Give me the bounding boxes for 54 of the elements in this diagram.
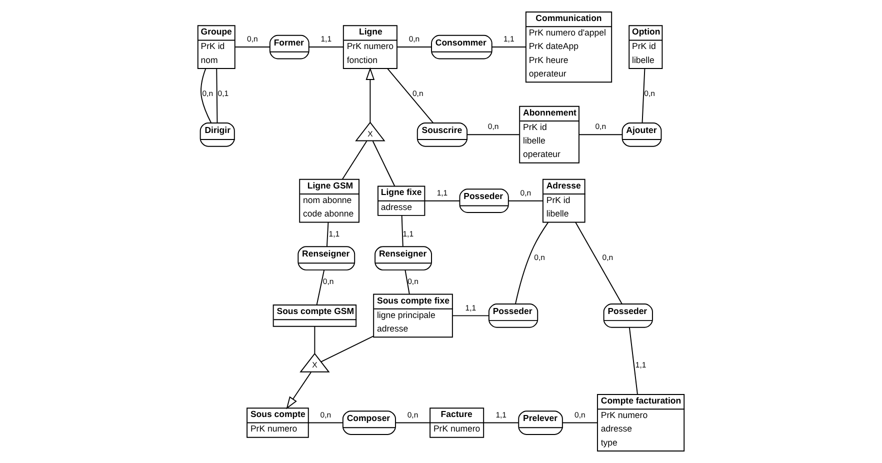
connector <box>424 200 460 202</box>
connector <box>404 270 410 295</box>
edge-label: 1,1 <box>328 229 340 238</box>
connector <box>452 315 490 316</box>
edge-label: 0,n <box>412 89 424 98</box>
connector <box>578 134 623 136</box>
connector <box>628 327 638 395</box>
connector <box>200 68 212 124</box>
connector <box>320 336 374 362</box>
connector <box>515 222 549 304</box>
connector <box>342 140 368 180</box>
edge-label: 0,n <box>202 89 214 98</box>
connector <box>492 46 526 48</box>
edge-label: 1,1 <box>635 360 646 370</box>
connector <box>326 222 329 247</box>
connector <box>395 422 430 424</box>
edge-label: 0,n <box>408 276 418 286</box>
edge-label: 0,n <box>574 410 586 420</box>
connector <box>314 326 316 354</box>
edge-label: 0,n <box>488 122 499 132</box>
edge-label: 0,n <box>534 253 545 262</box>
edge-label: 0,n <box>320 410 332 420</box>
connector <box>562 422 598 424</box>
connector <box>642 68 646 124</box>
arrow <box>286 372 312 410</box>
edge-label: 0,n <box>322 276 334 286</box>
connector <box>216 68 218 124</box>
edge-label: 0,n <box>644 89 655 98</box>
connector <box>396 46 432 48</box>
edge-label: 0,1 <box>218 89 229 98</box>
edge-label: 0,n <box>595 122 606 132</box>
arrow <box>366 67 375 123</box>
edge-label: 1,1 <box>436 188 448 198</box>
edge-label: 0,n <box>247 34 258 44</box>
connector <box>308 422 344 424</box>
connector <box>372 140 396 187</box>
edge-label: 1,1 <box>402 229 414 238</box>
connector <box>308 46 344 48</box>
connector <box>466 134 520 136</box>
connector <box>387 68 434 124</box>
edge-label: 0,n <box>520 188 532 198</box>
edge-label: 1,1 <box>320 34 332 44</box>
connector <box>401 215 404 247</box>
edge-label: 1,1 <box>496 410 507 420</box>
edge-label: 1,1 <box>503 34 514 44</box>
edge-label: 1,1 <box>465 303 476 312</box>
edge-label: 0,n <box>602 253 614 262</box>
connector <box>508 200 544 202</box>
edge-label: 0,n <box>408 34 420 44</box>
connector <box>234 46 270 48</box>
connector <box>483 422 519 424</box>
connector <box>316 270 325 306</box>
edge-label: 0,n <box>407 410 418 420</box>
connector <box>575 222 623 304</box>
